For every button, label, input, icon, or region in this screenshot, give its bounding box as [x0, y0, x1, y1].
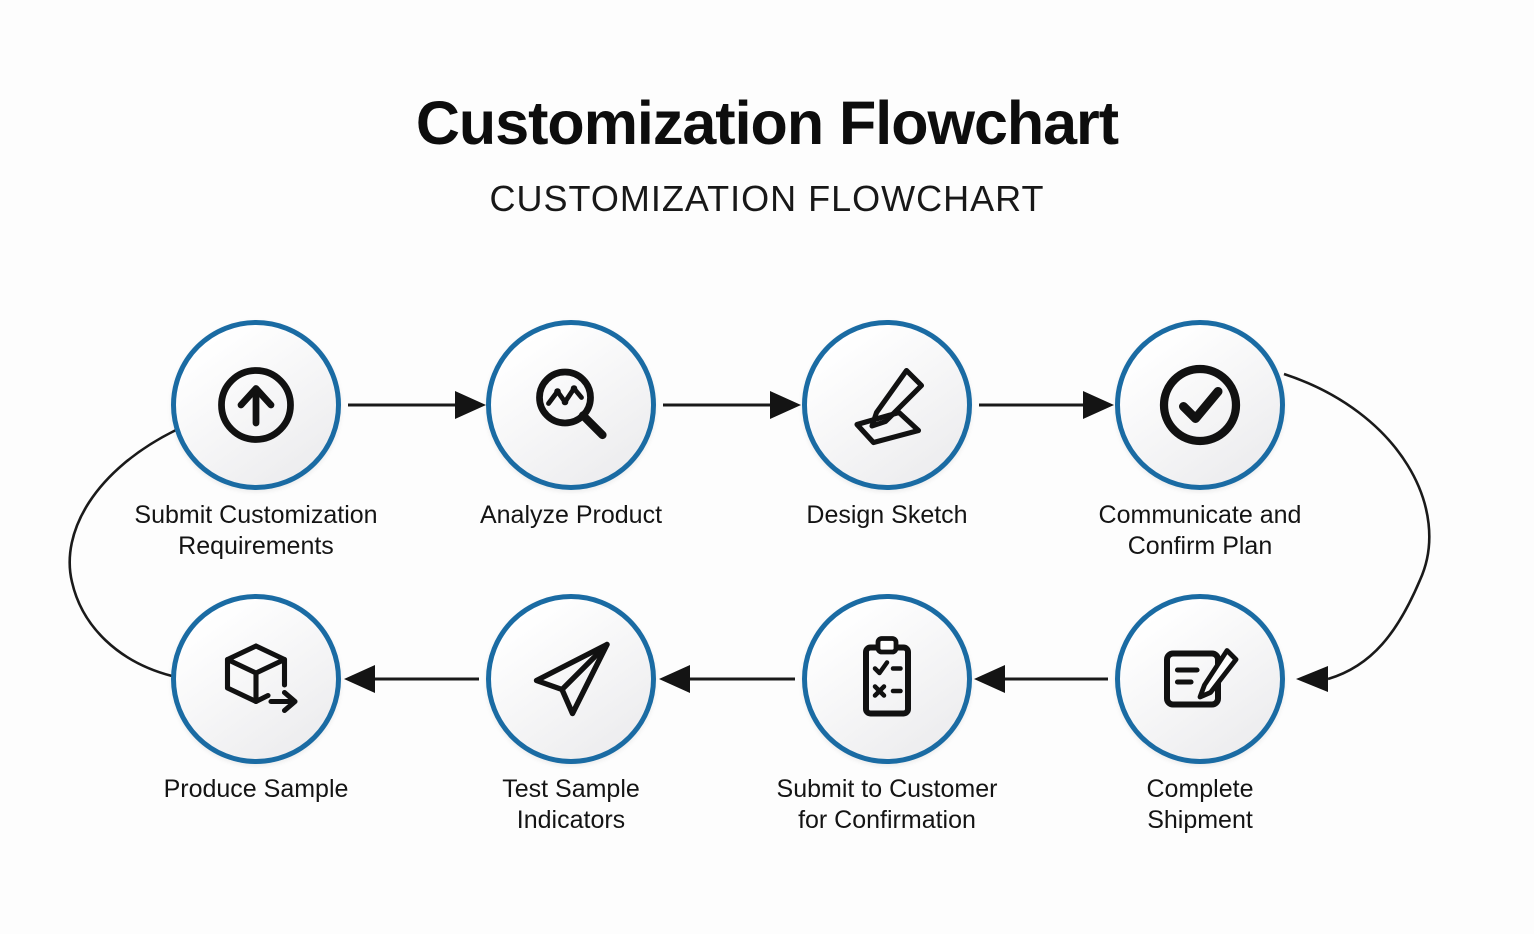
node-submit-requirements: Submit Customization Requirements — [106, 320, 406, 561]
node-circle — [486, 320, 656, 490]
clipboard-checklist-icon — [863, 636, 911, 717]
node-submit-to-customer: Submit to Customer for Confirmation — [737, 594, 1037, 835]
node-label: Complete Shipment — [1146, 775, 1254, 834]
document-edit-icon — [1164, 648, 1239, 708]
node-label: Submit to Customer for Confirmation — [776, 775, 998, 834]
node-label: Design Sketch — [806, 501, 968, 529]
node-complete-shipment: Complete Shipment — [1050, 594, 1350, 835]
node-produce-sample: Produce Sample — [106, 594, 406, 805]
node-design-sketch: Design Sketch — [737, 320, 1037, 531]
node-circle — [1115, 320, 1285, 490]
node-label: Produce Sample — [163, 775, 349, 803]
upload-arrow-icon — [218, 367, 294, 443]
node-communicate-confirm: Communicate and Confirm Plan — [1050, 320, 1350, 561]
node-label: Analyze Product — [479, 501, 663, 529]
pencil-sketch-icon — [854, 367, 925, 446]
node-label: Submit Customization Requirements — [134, 501, 378, 560]
page-subtitle: CUSTOMIZATION FLOWCHART — [489, 178, 1045, 219]
header: Customization Flowchart CUSTOMIZATION FL… — [0, 88, 1534, 220]
node-circle — [802, 594, 972, 764]
node-circle — [171, 320, 341, 490]
node-analyze-product: Analyze Product — [421, 320, 721, 531]
node-circle — [486, 594, 656, 764]
node-circle — [802, 320, 972, 490]
page-title: Customization Flowchart — [415, 89, 1119, 157]
node-circle — [1115, 594, 1285, 764]
check-circle-icon — [1159, 364, 1241, 446]
node-test-sample: Test Sample Indicators — [421, 594, 721, 835]
paper-plane-icon — [533, 641, 610, 717]
package-box-icon — [224, 643, 298, 714]
node-label: Communicate and Confirm Plan — [1098, 501, 1302, 560]
node-label: Test Sample Indicators — [502, 775, 640, 834]
node-circle — [171, 594, 341, 764]
magnifier-chart-icon — [536, 368, 607, 440]
